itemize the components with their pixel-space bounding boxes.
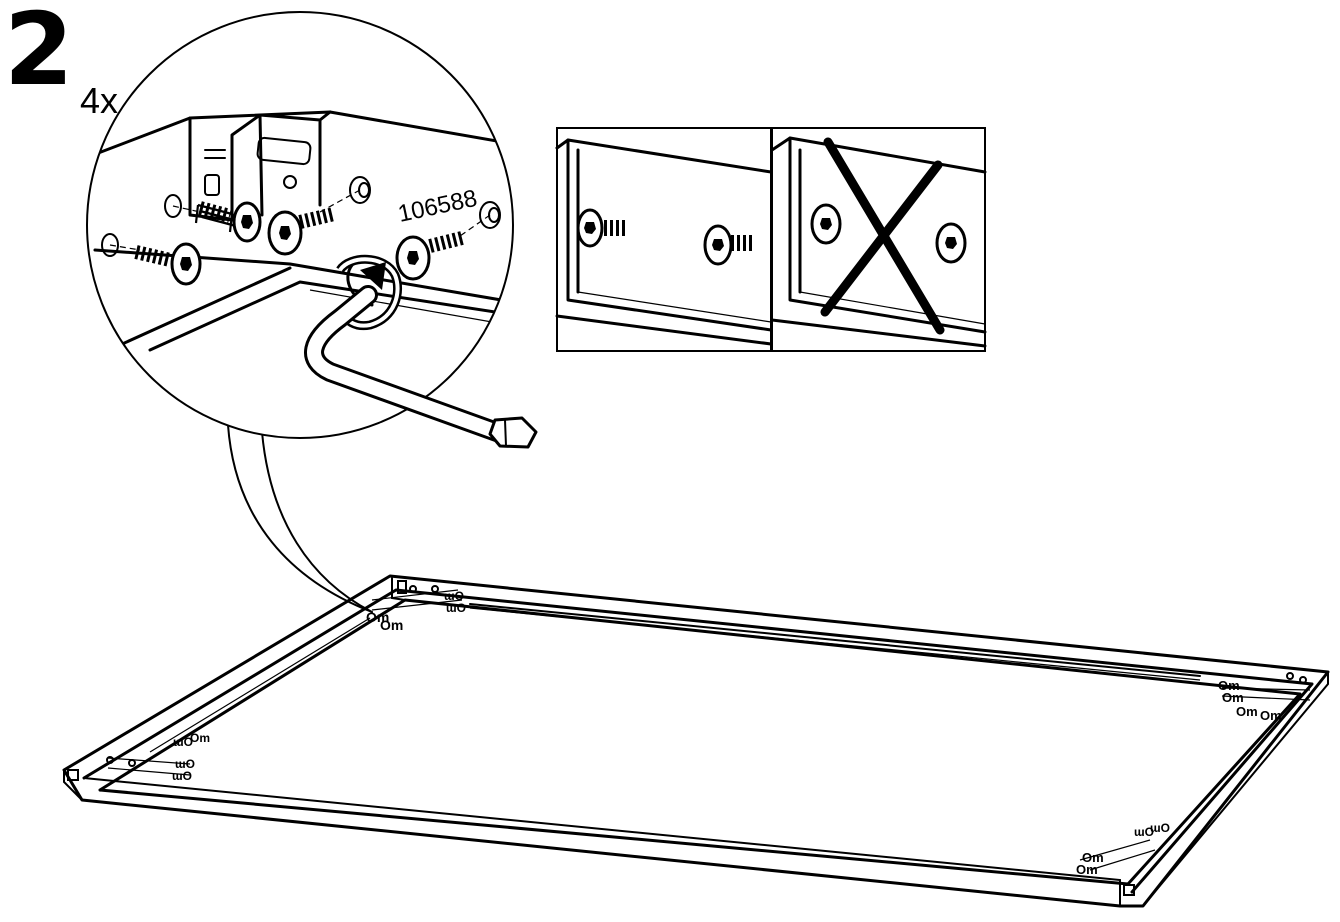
- svg-text:ɯO: ɯO: [446, 601, 466, 615]
- svg-text:ɯO: ɯO: [175, 757, 195, 771]
- svg-text:Om: Om: [190, 731, 210, 745]
- correct-example-panel: [555, 127, 773, 352]
- svg-text:ɯO: ɯO: [444, 589, 464, 603]
- screw-insertion-detail-icon: 4x 106588: [80, 11, 538, 613]
- corner-screws-back-left: Om Om ɯO ɯO: [366, 577, 466, 633]
- svg-text:Om: Om: [1260, 708, 1282, 723]
- svg-text:ɯO: ɯO: [1134, 825, 1154, 839]
- svg-text:ɯO: ɯO: [1150, 821, 1170, 835]
- corner-screws-front-left: ɯO Om ɯO ɯO: [67, 731, 210, 783]
- corner-screws-back-right: Om Om Om Om: [1218, 672, 1311, 723]
- quantity-label: 4x: [80, 80, 118, 121]
- svg-text:Om: Om: [1236, 704, 1258, 719]
- corner-screws-front-right: Om Om ɯO ɯO: [1076, 821, 1170, 896]
- svg-text:Om: Om: [1082, 850, 1104, 865]
- svg-text:ɯO: ɯO: [172, 769, 192, 783]
- crossed-out-screw-flush-icon: [770, 136, 987, 348]
- screw-icon: [395, 231, 464, 281]
- allen-key-icon: [304, 285, 538, 449]
- svg-text:ɯO: ɯO: [173, 735, 193, 749]
- svg-text:Om: Om: [1222, 690, 1244, 705]
- incorrect-example-panel: [770, 127, 987, 352]
- screw-icon: [267, 207, 336, 256]
- screw-fully-tightened-icon: [555, 138, 773, 346]
- svg-text:Om: Om: [366, 609, 389, 625]
- screw-icon: [194, 201, 262, 243]
- svg-text:Om: Om: [1076, 862, 1098, 877]
- rectangular-frame-icon: Om Om ɯO ɯO ɯO Om ɯO ɯO Om Om Om Om Om: [62, 574, 1330, 908]
- svg-text:Om: Om: [1218, 678, 1240, 693]
- svg-text:Om: Om: [380, 617, 403, 633]
- step-number: 2: [4, 0, 74, 108]
- screw-icon: [134, 242, 202, 286]
